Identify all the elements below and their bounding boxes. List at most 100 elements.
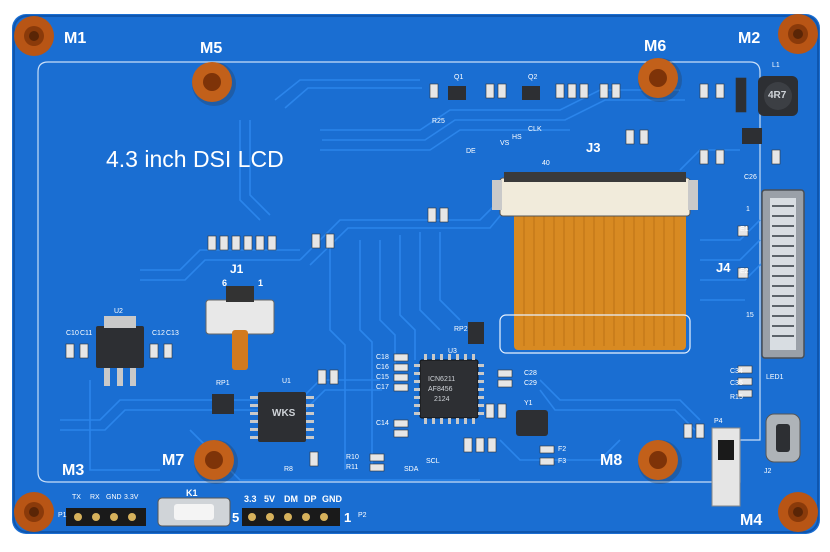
u3-marking-3: 2124 <box>434 396 450 403</box>
p1-pin-tx: TX <box>72 494 81 501</box>
ref-r8: R8 <box>284 466 293 473</box>
ref-j2: J2 <box>764 468 772 475</box>
label-p4: P4 <box>714 418 723 425</box>
ref-c29: C29 <box>524 380 537 387</box>
label-p1: P1 <box>58 512 67 519</box>
signal-j3-40: 40 <box>542 160 550 167</box>
label-j4: J4 <box>716 260 731 275</box>
ref-c26: C26 <box>744 174 757 181</box>
mount-standoff-m6 <box>638 58 682 102</box>
mount-hole-m1 <box>14 16 54 56</box>
p1-pin-rx: RX <box>90 494 100 501</box>
ref-led1: LED1 <box>766 374 784 381</box>
signal-j4-1: 1 <box>746 206 750 213</box>
label-j1-pin6: 6 <box>222 278 228 288</box>
p2-pin-3v3: 3.3 <box>244 494 257 504</box>
signal-j4-15: 15 <box>746 312 754 319</box>
ref-c15: C15 <box>376 374 389 381</box>
pad-p4 <box>711 427 741 507</box>
rp2 <box>468 322 484 344</box>
ref-c14: C14 <box>376 420 389 427</box>
mount-hole-m3 <box>14 492 54 532</box>
u3-marking-2: AF8456 <box>428 386 453 393</box>
mount-hole-m2 <box>778 14 818 54</box>
ref-c16: C16 <box>376 364 389 371</box>
label-m7: M7 <box>162 452 185 469</box>
mount-hole-m4 <box>778 492 818 532</box>
ref-c17: C17 <box>376 384 389 391</box>
ref-c35: C35 <box>730 380 743 387</box>
label-m1: M1 <box>64 30 87 47</box>
j1-cable <box>232 330 248 370</box>
rp1 <box>212 394 234 414</box>
header-p1 <box>66 508 146 526</box>
label-k1: K1 <box>186 488 198 498</box>
pcb-body <box>12 14 820 534</box>
label-u3: U3 <box>448 348 457 355</box>
signal-clk: CLK <box>528 126 542 133</box>
p2-pin-gnd: GND <box>322 494 342 504</box>
signal-scl: SCL <box>426 458 440 465</box>
label-m2: M2 <box>738 30 761 47</box>
signal-sda: SDA <box>404 466 419 473</box>
p2-pin-dm: DM <box>284 494 298 504</box>
p2-left-num: 5 <box>232 510 240 525</box>
p1-pin-3v3: 3.3V <box>124 494 139 501</box>
ref-c18: C18 <box>376 354 389 361</box>
label-m3: M3 <box>62 462 85 479</box>
ref-f2: F2 <box>558 446 567 453</box>
ref-l1: L1 <box>772 62 780 69</box>
label-m6: M6 <box>644 38 667 55</box>
ref-c13: C13 <box>166 330 179 337</box>
ref-r15: R15 <box>730 394 743 401</box>
ribbon-cable <box>514 210 686 350</box>
fpc-connector-j3 <box>499 177 691 217</box>
ref-c34: C34 <box>730 368 743 375</box>
signal-hs: HS <box>512 134 522 141</box>
ref-c11: C11 <box>80 330 93 337</box>
ref-e2: E2 <box>740 268 749 275</box>
p2-right-num: 1 <box>344 510 352 525</box>
ref-q2: Q2 <box>528 74 538 81</box>
ref-r11: R11 <box>346 464 359 471</box>
ref-q1: Q1 <box>454 74 464 81</box>
label-m5: M5 <box>200 40 223 57</box>
crystal-y1 <box>516 410 548 436</box>
label-j1-pin1: 1 <box>258 278 264 288</box>
u1-marking: WKS <box>272 408 296 419</box>
ref-c28: C28 <box>524 370 537 377</box>
ref-c12: C12 <box>152 330 165 337</box>
regulator-u2 <box>96 326 144 368</box>
ref-e1: E1 <box>740 226 749 233</box>
label-j3: J3 <box>586 140 601 155</box>
p2-pin-dp: DP <box>304 494 317 504</box>
chip-u1 <box>258 392 306 442</box>
label-m4: M4 <box>740 512 763 529</box>
board-title: 4.3 inch DSI LCD <box>106 146 284 172</box>
signal-vs: VS <box>500 140 510 147</box>
mount-standoff-m7 <box>194 440 238 484</box>
signal-de: DE <box>466 148 476 155</box>
label-j1: J1 <box>230 262 244 276</box>
mount-holes <box>14 14 818 532</box>
label-u1: U1 <box>282 378 291 385</box>
mount-standoff-m8 <box>638 440 682 484</box>
ref-f3: F3 <box>558 458 567 465</box>
ref-rp2: RP2 <box>454 326 468 333</box>
mount-standoff-m5 <box>192 62 236 106</box>
ref-r25: R25 <box>432 118 445 125</box>
ref-rp1: RP1 <box>216 380 230 387</box>
ref-c10: C10 <box>66 330 79 337</box>
display-outline <box>37 61 761 483</box>
label-p2: P2 <box>358 512 367 519</box>
smd-parts <box>65 77 781 472</box>
ref-y1: Y1 <box>524 400 533 407</box>
p2-pin-5v: 5V <box>264 494 276 504</box>
label-u2: U2 <box>114 308 123 315</box>
label-m8: M8 <box>600 452 623 469</box>
ref-r10: R10 <box>346 454 359 461</box>
u3-marking-1: ICN6211 <box>428 376 456 383</box>
inductor-marking: 4R7 <box>768 90 787 101</box>
p1-pin-gnd: GND <box>106 494 122 501</box>
